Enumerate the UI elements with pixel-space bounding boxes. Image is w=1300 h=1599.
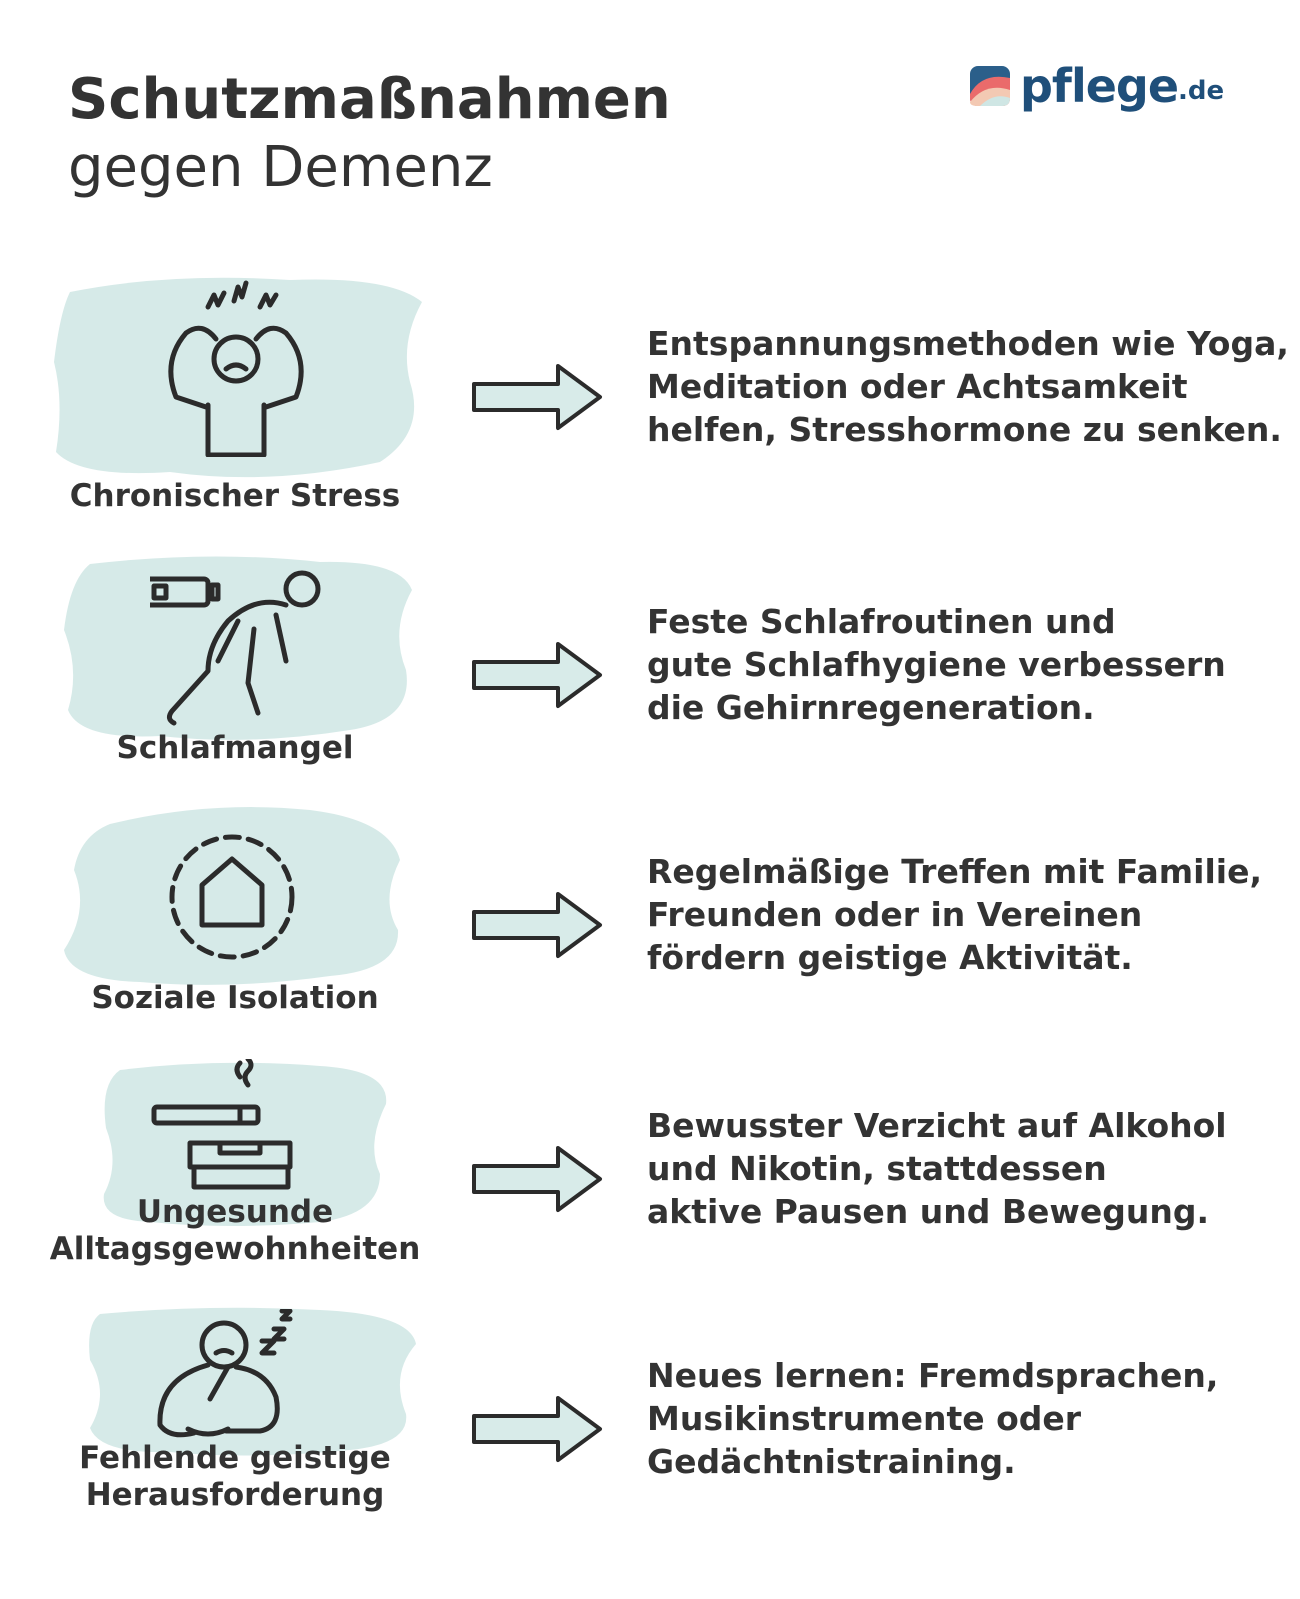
watercolor-background (89, 1307, 416, 1456)
arrow-right-icon (472, 364, 602, 430)
arrow-right-icon (472, 1146, 602, 1212)
item-description: Neues lernen: Fremdsprachen, Musikinstru… (647, 1354, 1287, 1483)
title-line-1: Schutzmaßnahmen (68, 67, 671, 132)
item-row-sleep: Schlafmangel Feste Schlafroutinen und gu… (0, 550, 1300, 800)
description-line: fördern geistige Aktivität. (647, 938, 1133, 977)
description-line: Bewusster Verzicht auf Alkohol (647, 1106, 1227, 1145)
description-line: die Gehirnregeneration. (647, 688, 1095, 727)
logo-text: pflege (1020, 59, 1179, 113)
item-label-line: Ungesunde (136, 1194, 334, 1230)
item-description: Bewusster Verzicht auf Alkohol und Nikot… (647, 1104, 1287, 1233)
item-label: Schlafmangel (20, 730, 450, 767)
item-label: Ungesunde Alltagsgewohnheiten (20, 1194, 450, 1268)
item-row-challenge: Fehlende geistige Herausforderung Neues … (0, 1304, 1300, 1554)
watercolor-background (54, 277, 422, 478)
description-line: Feste Schlafroutinen und (647, 602, 1116, 641)
item-label-line: Schlafmangel (116, 730, 354, 766)
item-row-stress: Chronischer Stress Entspannungsmethoden … (0, 272, 1300, 522)
item-label-line: Chronischer Stress (69, 478, 401, 514)
item-label: Chronischer Stress (20, 478, 450, 515)
watercolor-background (64, 556, 412, 740)
description-line: Neues lernen: Fremdsprachen, (647, 1356, 1219, 1395)
item-row-habits: Ungesunde Alltagsgewohnheiten Bewusster … (0, 1054, 1300, 1304)
description-line: aktive Pausen und Bewegung. (647, 1192, 1210, 1231)
arrow-right-icon (472, 892, 602, 958)
description-line: helfen, Stresshormone zu senken. (647, 410, 1282, 449)
description-line: Freunden oder in Vereinen (647, 895, 1143, 934)
arrow-right-icon (472, 1396, 602, 1462)
description-line: Meditation oder Achtsamkeit (647, 367, 1188, 406)
watercolor-background (64, 807, 400, 985)
item-label: Soziale Isolation (20, 980, 450, 1017)
item-row-isolation: Soziale Isolation Regelmäßige Treffen mi… (0, 800, 1300, 1050)
stressed-person-icon (168, 280, 304, 457)
item-label-line: Fehlende geistige (79, 1440, 391, 1476)
page-title: Schutzmaßnahmen gegen Demenz (68, 66, 671, 202)
tired-person-low-battery-icon (150, 570, 321, 726)
logo-tld: .de (1178, 76, 1225, 106)
description-line: gute Schlafhygiene verbessern (647, 645, 1226, 684)
item-label-line: Soziale Isolation (91, 980, 379, 1016)
description-line: Entspannungsmethoden wie Yoga, (647, 324, 1289, 363)
description-line: Musikinstrumente oder (647, 1399, 1082, 1438)
description-line: und Nikotin, stattdessen (647, 1149, 1107, 1188)
title-line-2: gegen Demenz (68, 135, 493, 200)
item-label: Fehlende geistige Herausforderung (20, 1440, 450, 1514)
item-label-line: Alltagsgewohnheiten (49, 1231, 421, 1267)
description-line: Regelmäßige Treffen mit Familie, (647, 852, 1263, 891)
brand-logo[interactable]: pflege .de (968, 56, 1224, 116)
item-description: Regelmäßige Treffen mit Familie, Freunde… (647, 850, 1287, 979)
item-description: Feste Schlafroutinen und gute Schlafhygi… (647, 600, 1287, 729)
isolated-house-icon (169, 834, 295, 960)
description-line: Gedächtnistraining. (647, 1442, 1016, 1481)
arrow-right-icon (472, 642, 602, 708)
item-label-line: Herausforderung (85, 1477, 385, 1513)
item-description: Entspannungsmethoden wie Yoga, Meditatio… (647, 322, 1289, 451)
cigarette-ashtray-icon (151, 1059, 293, 1190)
pflege-logo-icon (970, 66, 1010, 106)
bored-sleepy-person-icon (157, 1309, 293, 1438)
